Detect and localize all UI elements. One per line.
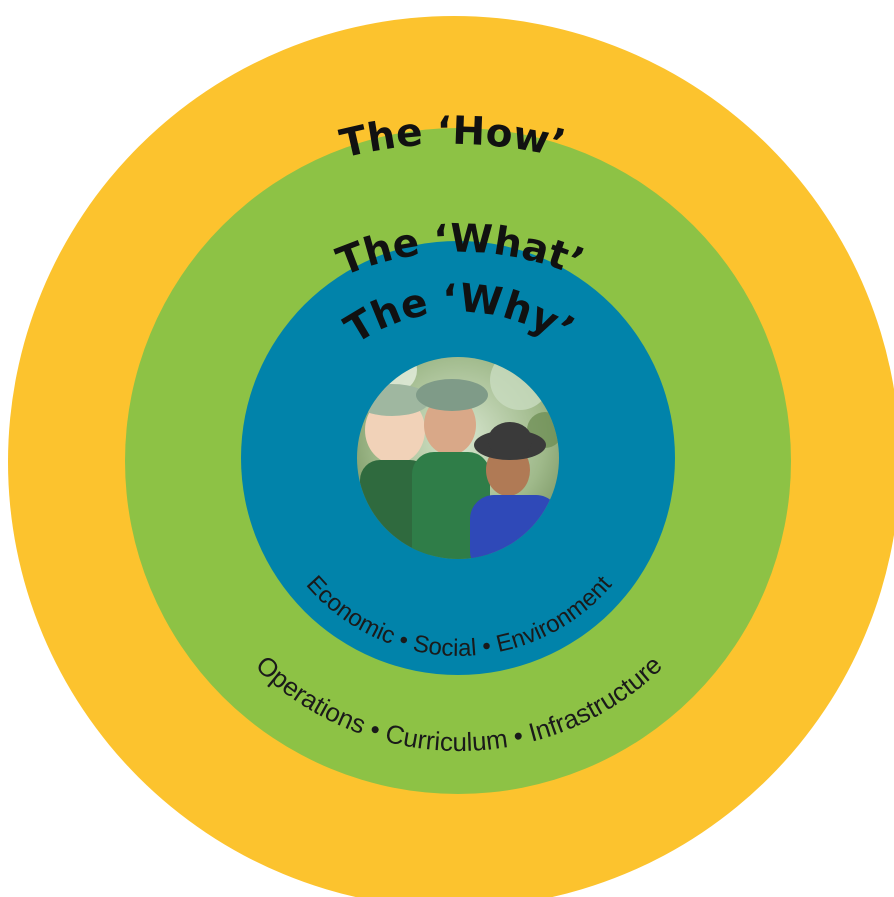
concentric-circles-diagram: The ‘How’ The ‘What’ The ‘Why’ Operation… bbox=[8, 16, 894, 897]
